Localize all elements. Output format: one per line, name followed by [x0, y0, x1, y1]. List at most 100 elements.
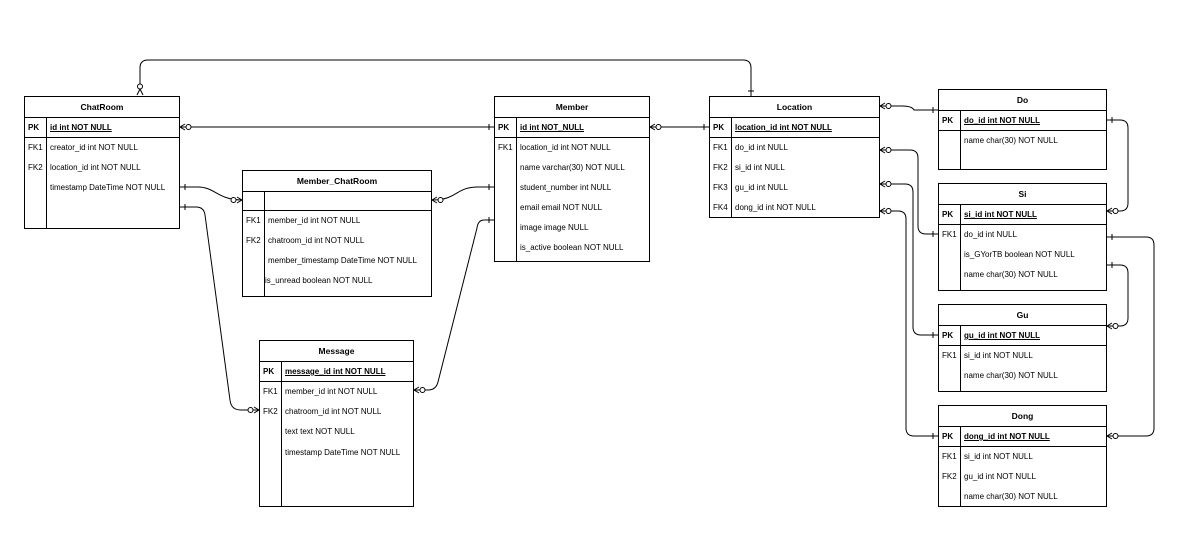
pk-row [710, 117, 879, 138]
field-name: do_id int NULL [964, 230, 1017, 239]
link-chatroom-location [139, 59, 752, 96]
field-key: FK2 [713, 163, 728, 172]
table-title: Do [939, 90, 1106, 111]
crowfoot-icon [431, 196, 444, 204]
link-location-gu [880, 183, 938, 336]
field-name: si_id int NOT NULL [964, 351, 1033, 360]
table-title: ChatRoom [25, 97, 179, 118]
si-table[interactable]: Si PK si_id int NOT NULL FK1 do_id int N… [938, 183, 1107, 291]
pk-label: PK [713, 123, 725, 132]
field-key: FK2 [246, 236, 261, 245]
field-name: member_id int NOT NULL [268, 216, 361, 225]
link-location-do [880, 105, 938, 111]
do-table[interactable]: Do PK do_id int NOT NULL name char(30) N… [938, 89, 1107, 170]
crowfoot-icon [1106, 432, 1119, 440]
field-key: FK1 [498, 143, 513, 152]
field-name: si_id int NULL [735, 163, 785, 172]
pk-field: location_id int NOT NULL [735, 123, 832, 132]
link-location-si-do [880, 149, 938, 235]
link-location-dong [880, 210, 938, 437]
table-title: Location [710, 97, 879, 118]
member-table[interactable]: Member PK id int NOT_NULL FK1 location_i… [494, 96, 650, 262]
field-key: FK1 [942, 351, 957, 360]
field-name: is_unread boolean NOT NULL [265, 276, 373, 285]
field-key: FK2 [263, 407, 278, 416]
field-name: member_timestamp DateTime NOT NULL [268, 256, 417, 265]
dong-table[interactable]: Dong PK dong_id int NOT NULL FK1 si_id i… [938, 405, 1107, 507]
field-key: FK3 [713, 183, 728, 192]
link-chatroom-message [180, 206, 259, 411]
pk-row [25, 117, 179, 138]
key-column [939, 325, 961, 391]
gu-table[interactable]: Gu PK gu_id int NOT NULL FK1 si_id int N… [938, 304, 1107, 392]
key-column [939, 204, 961, 290]
field-key: FK1 [713, 143, 728, 152]
crowfoot-icon [649, 123, 662, 131]
field-name: dong_id int NOT NULL [735, 203, 816, 212]
pk-label: PK [942, 331, 954, 340]
pk-row [260, 361, 413, 382]
field-name: name char(30) NOT NULL [964, 136, 1058, 145]
field-name: name char(30) NOT NULL [964, 492, 1058, 501]
field-key: FK4 [713, 203, 728, 212]
crowfoot-icon [179, 123, 192, 131]
key-column [495, 117, 517, 261]
crowfoot-icon [1106, 207, 1119, 215]
field-key: FK1 [28, 143, 43, 152]
key-column [25, 117, 47, 228]
pk-row [939, 325, 1106, 346]
field-name: student_number int NULL [520, 183, 612, 192]
field-name: chatroom_id int NOT NULL [268, 236, 365, 245]
crowfoot-icon [879, 180, 892, 188]
field-name: timestamp DateTime NOT NULL [285, 448, 401, 457]
pk-label: PK [498, 123, 510, 132]
field-name: is_GYorTB boolean NOT NULL [964, 250, 1075, 259]
field-name: si_id int NOT NULL [964, 452, 1033, 461]
field-name: chatroom_id int NOT NULL [285, 407, 382, 416]
pk-field: si_id int NOT NULL [964, 210, 1037, 219]
field-name: location_id int NOT NULL [50, 163, 141, 172]
field-name: email email NOT NULL [520, 203, 603, 212]
key-column [260, 361, 282, 506]
pk-row [939, 426, 1106, 447]
field-key: FK1 [263, 387, 278, 396]
field-name: gu_id int NOT NULL [964, 472, 1036, 481]
crowfoot-icon [230, 196, 243, 204]
field-name: do_id int NULL [735, 143, 788, 152]
field-key: FK2 [942, 472, 957, 481]
pk-field: gu_id int NOT NULL [964, 331, 1040, 340]
field-key: FK1 [942, 230, 957, 239]
chatroom-table[interactable]: ChatRoom PK id int NOT NULL FK1 creator_… [24, 96, 180, 229]
location-table[interactable]: Location PK location_id int NOT NULL FK1… [709, 96, 880, 218]
table-title: Si [939, 184, 1106, 205]
key-column [939, 426, 961, 506]
field-name: image image NULL [520, 223, 589, 232]
key-column [939, 110, 961, 169]
field-name: name char(30) NOT NULL [964, 371, 1058, 380]
pk-field: id int NOT_NULL [520, 123, 584, 132]
field-name: member_id int NOT NULL [285, 387, 378, 396]
pk-label: PK [942, 210, 954, 219]
table-title: Dong [939, 406, 1106, 427]
field-name: timestamp DateTime NOT NULL [50, 183, 166, 192]
pk-label: PK [942, 116, 954, 125]
key-column [243, 191, 265, 296]
table-title: Member_ChatRoom [243, 171, 431, 192]
pk-row [243, 191, 431, 211]
field-name: gu_id int NULL [735, 183, 788, 192]
pk-field: message_id int NOT NULL [285, 367, 386, 376]
crowfoot-icon [879, 146, 892, 154]
field-key: FK1 [246, 216, 261, 225]
crowfoot-icon [879, 207, 892, 215]
field-name: is_active boolean NOT NULL [520, 243, 624, 252]
table-title: Message [260, 341, 413, 362]
link-si-gu [1107, 264, 1129, 327]
crowfoot-icon [879, 102, 892, 110]
pk-field: id int NOT NULL [50, 123, 112, 132]
key-column [710, 117, 732, 217]
pk-row [939, 110, 1106, 131]
message-table[interactable]: Message PK message_id int NOT NULL FK1 m… [259, 340, 414, 507]
member-chatroom-table[interactable]: Member_ChatRoom FK1 member_id int NOT NU… [242, 170, 432, 297]
link-si-dong [1107, 236, 1155, 437]
field-name: location_id int NOT NULL [520, 143, 611, 152]
